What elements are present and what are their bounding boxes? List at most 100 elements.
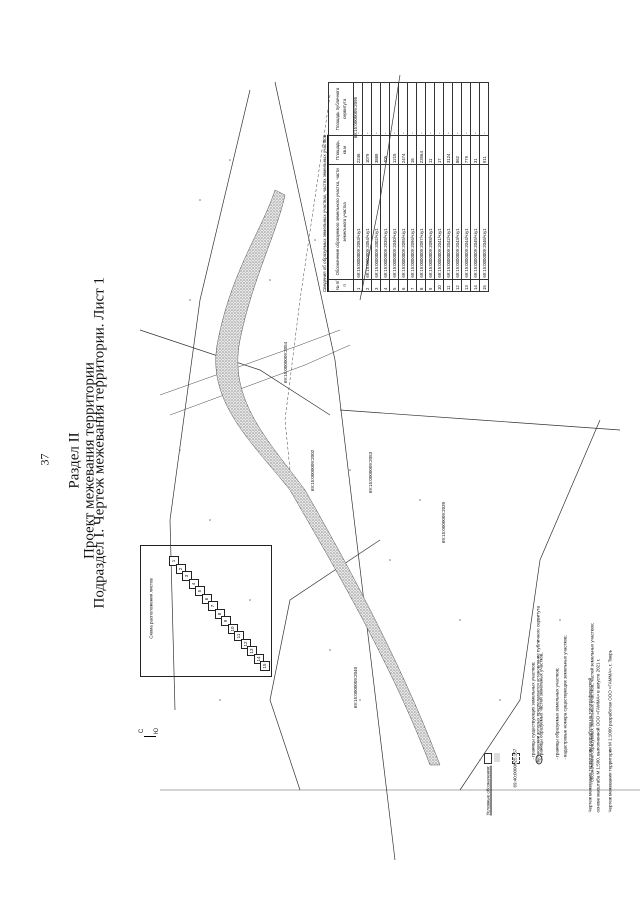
- table-cell: 23964: [416, 135, 426, 165]
- table-cell: 9: [425, 279, 435, 292]
- page-number: 37: [37, 453, 52, 466]
- table-cell: 779: [461, 135, 471, 165]
- legend-symbol-formed: [512, 753, 520, 764]
- table-cell: 8: [416, 279, 426, 292]
- table-cell: -: [425, 82, 435, 136]
- table-cell: -: [380, 82, 390, 136]
- parcel-boundary: [169, 89, 251, 711]
- table-cell: -: [461, 82, 471, 136]
- formed-parcel-corridor: [215, 189, 441, 766]
- table-cell: 69:15:0000009:2040/чзу1: [389, 164, 399, 280]
- table-cell: 17: [434, 135, 444, 165]
- table-cell: 4: [380, 279, 390, 292]
- parcel-boundary: [359, 74, 401, 301]
- table-header-cell: Площадь публичного сервитута: [328, 82, 354, 136]
- parcel-boundary: [269, 539, 381, 791]
- road-line: [284, 94, 331, 471]
- map-label: 69:15:0000009:2054: [283, 341, 289, 384]
- table-cell: -: [443, 82, 453, 136]
- parcel-boundary: [274, 81, 396, 861]
- table-cell: 2474: [398, 135, 408, 165]
- table-cell: 31: [470, 135, 480, 165]
- table-cell: 69:15:0000009:2095/чзу1: [398, 164, 408, 280]
- legend-item: - границы образуемых земельных участков;: [554, 667, 560, 760]
- parcel-boundary: [339, 409, 621, 431]
- table-cell: 12: [452, 279, 462, 292]
- table-cell: -: [362, 82, 372, 136]
- table-cell: 69:15:0000009:2046/чзу1: [479, 164, 489, 280]
- table-cell: -: [452, 82, 462, 136]
- parcel-boundary: [139, 329, 331, 416]
- legend-title: Условные обозначения:: [485, 765, 491, 816]
- north-arrow-label: С: [139, 728, 146, 734]
- table-cell: 69:15:0000009:2002/чзу1: [371, 164, 381, 280]
- table-cell: 6: [398, 279, 408, 292]
- map-label: 69:15:0000009:2053: [368, 451, 374, 494]
- legend-symbol-parts: [494, 753, 500, 762]
- table-cell: 911: [479, 135, 489, 165]
- table-cell: 16: [407, 135, 417, 165]
- table-cell: -: [353, 82, 363, 136]
- road-line: [169, 344, 351, 416]
- table-cell: 10: [434, 279, 444, 292]
- table-cell: 3: [371, 279, 381, 292]
- legend-item: - кадастровые номера существующих земель…: [562, 635, 568, 760]
- table-cell: 862: [452, 135, 462, 165]
- table-cell: 69:15:0000009:2043/чзу1: [452, 164, 462, 280]
- table-cell: -: [416, 82, 426, 136]
- table-header-cell: Площадь, кв.м: [328, 135, 354, 165]
- table-cell: 405: [380, 135, 390, 165]
- map-label: 69:15:0000009:2040: [353, 666, 359, 709]
- table-cell: 7: [407, 279, 417, 292]
- table-cell: -: [470, 82, 480, 136]
- info-table-title: Сведения об образуемых земельных участка…: [322, 134, 327, 292]
- legend-item: в отношении которых предполагается устан…: [535, 606, 541, 763]
- table-header-cell: Обозначение образуемого земельного участ…: [328, 164, 354, 280]
- table-cell: -: [398, 82, 408, 136]
- table-cell: -: [479, 82, 489, 136]
- table-cell: 15: [479, 279, 489, 292]
- sheet-scheme-title: Схема расположения листов: [148, 578, 154, 639]
- table-cell: 69:15:0000009:2054/чзу1: [362, 164, 372, 280]
- table-cell: 69:15:0000009:2044/чзу1: [461, 164, 471, 280]
- legend-sample-cadastral: 69:40:0000025:167: [512, 748, 518, 788]
- table-cell: -: [434, 82, 444, 136]
- subsection-title: Подраздел I. Чертеж межевания территории…: [91, 277, 108, 609]
- legend: Условные обозначения: - границы существу…: [478, 560, 595, 816]
- table-cell: 3889: [371, 135, 381, 165]
- table-cell: 69:15:0000009:2097/чзу1: [416, 164, 426, 280]
- legend-symbol-existing: [484, 753, 492, 764]
- table-cell: 69:15:0000009:2098/чзу1: [425, 164, 435, 280]
- footnote: Чертеж межевания территории М 1:1000 раз…: [607, 649, 613, 813]
- table-cell: 5: [389, 279, 399, 292]
- table-cell: 11: [443, 279, 453, 292]
- table-cell: 69:15:0000009:2039/чзу1: [380, 164, 390, 280]
- arrow-icon: [144, 736, 156, 737]
- table-cell: 69:15:0000009:2045/чзу1: [470, 164, 480, 280]
- table-cell: 14: [470, 279, 480, 292]
- parcel-boundary: [459, 419, 601, 791]
- north-arrow: С Ю: [139, 728, 160, 748]
- table-cell: 1079: [362, 135, 372, 165]
- table-cell: -: [371, 82, 381, 136]
- table-cell: 69:15:0000009:2096/чзу1: [407, 164, 417, 280]
- map-label: 69:15:0000009:2002: [310, 449, 316, 492]
- table-cell: 2246: [353, 135, 363, 165]
- info-table-wrap: Сведения об образуемых земельных участка…: [322, 82, 489, 292]
